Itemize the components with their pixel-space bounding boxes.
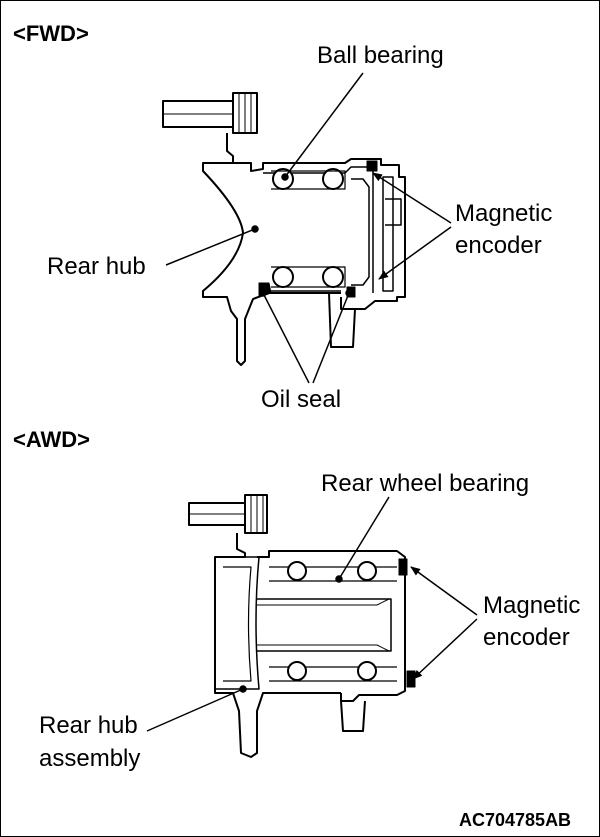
rear-hub-assembly-label-line1: Rear hub xyxy=(39,712,138,739)
awd-magnetic-encoder-label-line1: Magnetic xyxy=(483,592,581,619)
fwd-encoder-leader-2 xyxy=(378,226,452,280)
ball-bearing-leader xyxy=(284,72,364,178)
oil-seal-leader-2 xyxy=(312,292,350,384)
awd-encoder-leader-1 xyxy=(410,566,478,616)
awd-magnetic-encoder-label-line2: encoder xyxy=(483,624,570,651)
rear-hub-assembly-label-line2: assembly xyxy=(39,745,141,772)
ball-bearing-label: Ball bearing xyxy=(317,42,444,69)
fwd-leader-lines xyxy=(165,72,452,384)
awd-hub-drawing xyxy=(188,494,416,758)
fwd-encoder-leader-1 xyxy=(372,172,452,224)
rear-wheel-bearing-label: Rear wheel bearing xyxy=(321,470,530,497)
fwd-hub-drawing xyxy=(162,92,406,366)
awd-section-title: <AWD> xyxy=(13,427,91,452)
rear-wheel-bearing-leader xyxy=(338,496,390,580)
fwd-magnetic-encoder-label-line2: encoder xyxy=(455,232,542,259)
rear-hub-assembly-leader xyxy=(146,688,244,732)
oil-seal-label: Oil seal xyxy=(261,386,342,413)
rear-hub-label: Rear hub xyxy=(47,253,146,280)
awd-encoder-leader-2 xyxy=(412,618,478,680)
figure-code: AC704785AB xyxy=(459,810,572,830)
oil-seal-leader-1 xyxy=(262,292,310,384)
fwd-section-title: <FWD> xyxy=(13,21,89,46)
awd-leader-lines xyxy=(146,496,478,732)
rear-hub-leader xyxy=(165,228,256,266)
fwd-magnetic-encoder-label-line1: Magnetic xyxy=(455,200,553,227)
